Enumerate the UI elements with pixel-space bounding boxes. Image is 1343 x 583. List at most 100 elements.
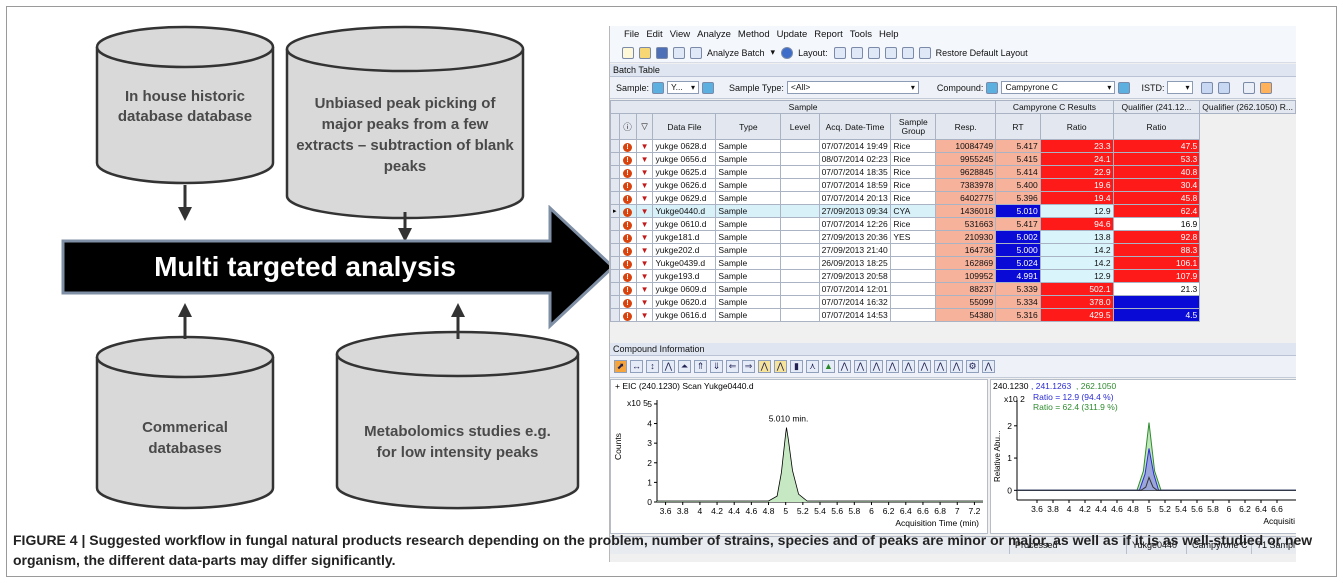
cell-rt[interactable]: 5.415 <box>995 152 1041 166</box>
row-status-cell[interactable]: ! <box>618 165 637 179</box>
cell-resp[interactable]: 164736 <box>935 243 997 257</box>
cell-resp[interactable]: 9628845 <box>935 165 997 179</box>
cell-acq-date-time[interactable]: 08/07/2014 02:23 <box>818 152 892 166</box>
cell-acq-date-time[interactable]: 07/07/2014 12:26 <box>818 217 892 231</box>
cell-resp[interactable]: 9955245 <box>935 152 997 166</box>
cell-sample-group[interactable] <box>890 282 937 296</box>
col-ratio-1[interactable]: Ratio <box>1039 113 1114 140</box>
peak-edit-3-icon[interactable]: ⋀ <box>902 360 915 373</box>
sample-select[interactable]: Y... <box>667 81 700 94</box>
cell-ratio-1[interactable]: 24.1 <box>1039 152 1114 166</box>
cell-rt[interactable]: 5.417 <box>995 217 1041 231</box>
row-status-cell[interactable]: ! <box>618 204 637 218</box>
cell-acq-date-time[interactable]: 27/09/2013 21:40 <box>818 243 892 257</box>
cell-level[interactable] <box>780 217 820 231</box>
cell-type[interactable]: Sample <box>715 178 782 192</box>
cell-ratio-2[interactable]: 45.8 <box>1112 191 1201 205</box>
cell-ratio-1[interactable]: 22.9 <box>1039 165 1114 179</box>
compound-prev-icon[interactable] <box>986 81 999 94</box>
cell-data-file[interactable]: yukge 0620.d <box>652 295 717 309</box>
bar-chart-icon[interactable]: ▮ <box>790 360 803 373</box>
cell-acq-date-time[interactable]: 27/09/2013 20:36 <box>818 230 892 244</box>
cell-data-file[interactable]: yukge 0629.d <box>652 191 717 205</box>
row-flag-cell[interactable]: ▼ <box>635 191 654 205</box>
menu-update[interactable]: Update <box>776 29 808 40</box>
cell-type[interactable]: Sample <box>715 191 782 205</box>
cell-ratio-2[interactable]: 62.4 <box>1112 204 1201 218</box>
row-flag-cell[interactable]: ▼ <box>635 178 654 192</box>
menu-view[interactable]: View <box>669 29 691 40</box>
cell-rt[interactable]: 5.339 <box>995 282 1041 296</box>
col-data-file[interactable]: Data File <box>652 113 717 140</box>
cell-data-file[interactable]: yukge193.d <box>652 269 717 283</box>
cell-type[interactable]: Sample <box>715 152 782 166</box>
save-icon[interactable] <box>656 46 668 59</box>
col-sample-group[interactable]: Sample Group <box>890 113 937 140</box>
peak-green-icon[interactable]: ▲ <box>822 360 835 373</box>
cell-ratio-1[interactable]: 13.8 <box>1039 230 1114 244</box>
cell-resp[interactable]: 7383978 <box>935 178 997 192</box>
cell-rt[interactable]: 5.396 <box>995 191 1041 205</box>
cell-rt[interactable]: 5.002 <box>995 230 1041 244</box>
layout-6-icon[interactable] <box>918 46 931 59</box>
col-resp[interactable]: Resp. <box>935 113 997 140</box>
new-icon[interactable] <box>622 46 634 59</box>
cell-ratio-1[interactable]: 429.5 <box>1039 308 1114 322</box>
row-flag-cell[interactable]: ▼ <box>635 295 654 309</box>
layout-1-icon[interactable] <box>833 46 846 59</box>
cell-type[interactable]: Sample <box>715 217 782 231</box>
cell-ratio-2[interactable]: 92.8 <box>1112 230 1201 244</box>
spectrum-icon[interactable]: ⋏ <box>806 360 819 373</box>
cell-sample-group[interactable] <box>890 295 937 309</box>
cell-type[interactable]: Sample <box>715 295 782 309</box>
row-flag-cell[interactable]: ▼ <box>635 282 654 296</box>
cell-rt[interactable]: 5.000 <box>995 243 1041 257</box>
cell-level[interactable] <box>780 152 820 166</box>
cell-type[interactable]: Sample <box>715 165 782 179</box>
chevron-down-icon[interactable]: ▾ <box>770 47 776 57</box>
cell-type[interactable]: Sample <box>715 139 782 153</box>
row-status-cell[interactable]: ! <box>618 282 637 296</box>
info-icon[interactable]: ⓘ <box>618 113 637 140</box>
layout-4-icon[interactable] <box>884 46 897 59</box>
cell-resp[interactable]: 88237 <box>935 282 997 296</box>
cell-data-file[interactable]: yukge202.d <box>652 243 717 257</box>
cell-data-file[interactable]: yukge 0625.d <box>652 165 717 179</box>
cell-ratio-2[interactable]: 88.3 <box>1112 243 1201 257</box>
menu-file[interactable]: File <box>624 29 640 40</box>
cell-ratio-2[interactable]: 4.5 <box>1112 308 1201 322</box>
flag-icon[interactable] <box>1243 81 1256 94</box>
cell-resp[interactable]: 55099 <box>935 295 997 309</box>
sample-next-icon[interactable] <box>702 81 715 94</box>
cell-type[interactable]: Sample <box>715 256 782 270</box>
row-selector-cell[interactable] <box>610 308 620 322</box>
settings-icon[interactable]: ⚙ <box>966 360 979 373</box>
row-selector-cell[interactable] <box>610 256 620 270</box>
cell-sample-group[interactable] <box>890 243 937 257</box>
row-status-cell[interactable]: ! <box>618 230 637 244</box>
cell-acq-date-time[interactable]: 07/07/2014 16:32 <box>818 295 892 309</box>
next-compound-icon[interactable]: ⇓ <box>710 360 723 373</box>
cell-ratio-1[interactable]: 23.3 <box>1039 139 1114 153</box>
cell-rt[interactable]: 5.024 <box>995 256 1041 270</box>
cell-ratio-2[interactable]: 107.9 <box>1112 269 1201 283</box>
cell-sample-group[interactable]: Rice <box>890 139 937 153</box>
row-flag-cell[interactable]: ▼ <box>635 269 654 283</box>
prev-sample-icon[interactable]: ⇐ <box>726 360 739 373</box>
row-flag-cell[interactable]: ▼ <box>635 165 654 179</box>
cell-sample-group[interactable]: Rice <box>890 178 937 192</box>
cell-ratio-2[interactable]: 21.3 <box>1112 282 1201 296</box>
layout-2-icon[interactable] <box>850 46 863 59</box>
cell-data-file[interactable]: yukge 0628.d <box>652 139 717 153</box>
cell-level[interactable] <box>780 269 820 283</box>
cell-level[interactable] <box>780 308 820 322</box>
sample-nav-icon[interactable] <box>652 81 665 94</box>
row-selector-cell[interactable] <box>610 152 620 166</box>
cell-sample-group[interactable] <box>890 269 937 283</box>
menu-analyze[interactable]: Analyze <box>697 29 731 40</box>
